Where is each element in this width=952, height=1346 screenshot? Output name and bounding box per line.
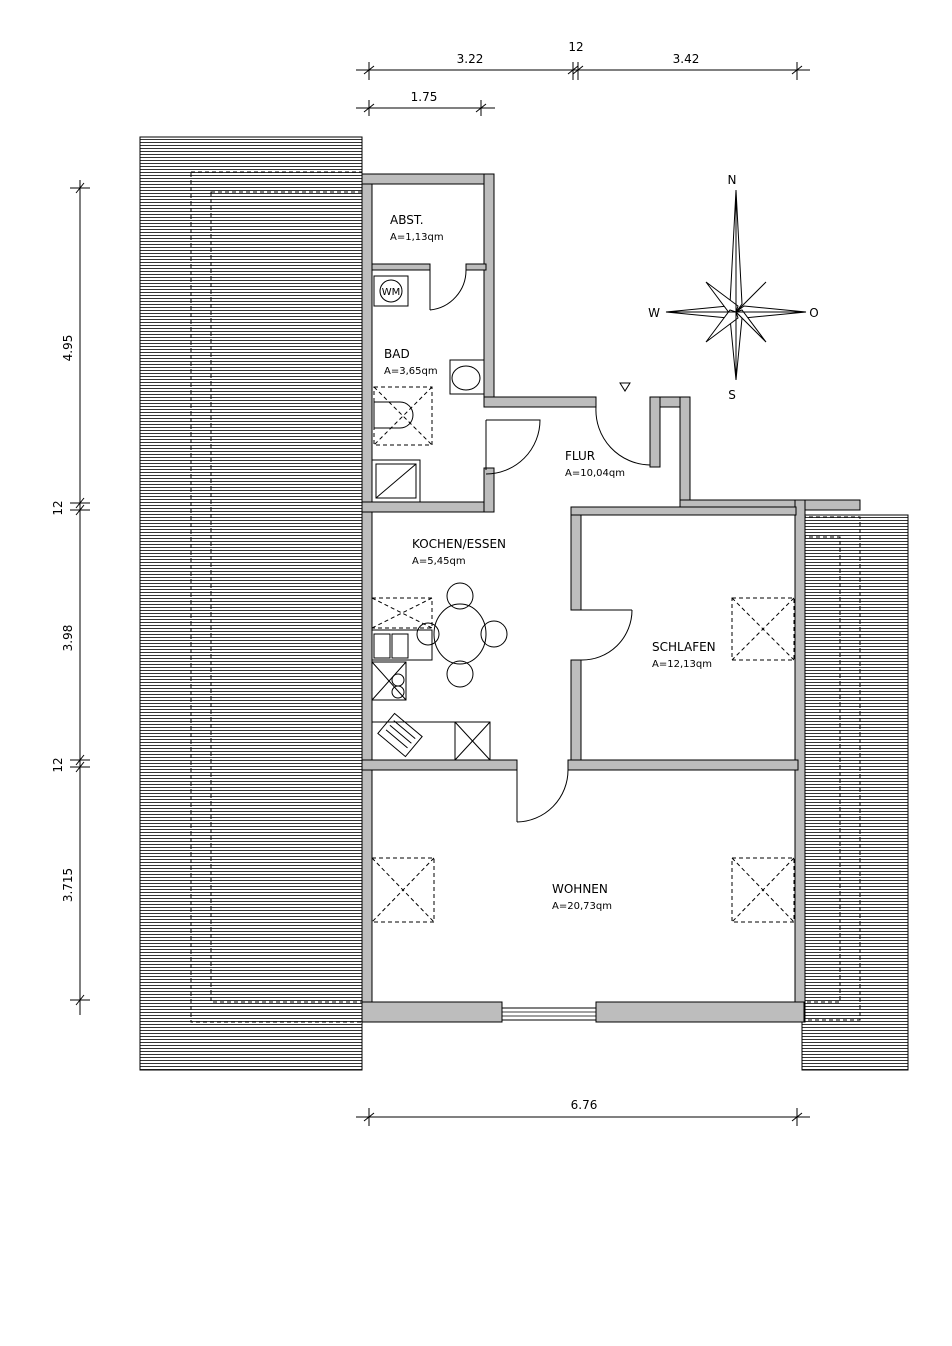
- dim-bottom: 6.76: [571, 1098, 598, 1112]
- roof-right: [801, 514, 909, 1071]
- dim-left-b: 12: [51, 500, 65, 515]
- window-wohnen: [501, 1007, 597, 1021]
- dim-left-e: 3.715: [61, 868, 75, 902]
- dim-top-c: 3.42: [673, 52, 700, 66]
- dimension-lines: [70, 62, 810, 1126]
- room-flur-area: A=10,04qm: [565, 468, 625, 479]
- dim-left-c: 3.98: [61, 625, 75, 652]
- room-wohnen-area: A=20,73qm: [552, 901, 612, 912]
- walls: [361, 173, 861, 1023]
- room-wohnen-name: WOHNEN: [552, 882, 608, 896]
- room-flur-name: FLUR: [565, 449, 595, 463]
- compass-s: S: [728, 388, 736, 402]
- room-bad-area: A=3,65qm: [384, 366, 438, 377]
- room-schlafen-area: A=12,13qm: [652, 659, 712, 670]
- compass-n: N: [728, 173, 737, 187]
- room-bad-name: BAD: [384, 347, 410, 361]
- skylights: [371, 597, 795, 923]
- room-kochen-name: KOCHEN/ESSEN: [412, 537, 506, 551]
- dim-top-a: 3.22: [457, 52, 484, 66]
- compass-o: O: [809, 306, 818, 320]
- dim-left-d: 12: [51, 757, 65, 772]
- dim-top-b: 12: [568, 40, 583, 54]
- room-schlafen-name: SCHLAFEN: [652, 640, 716, 654]
- roof-left: [139, 136, 363, 1071]
- washing-machine-label: WM: [382, 287, 401, 298]
- compass-w: W: [648, 306, 660, 320]
- doors: [429, 269, 651, 823]
- dim-top-inner: 1.75: [411, 90, 438, 104]
- room-abst-area: A=1,13qm: [390, 232, 444, 243]
- fixtures: [371, 275, 508, 761]
- room-kochen-area: A=5,45qm: [412, 556, 466, 567]
- room-abst-name: ABST.: [390, 213, 424, 227]
- compass-rose-icon: [665, 189, 807, 381]
- dim-left-a: 4.95: [61, 335, 75, 362]
